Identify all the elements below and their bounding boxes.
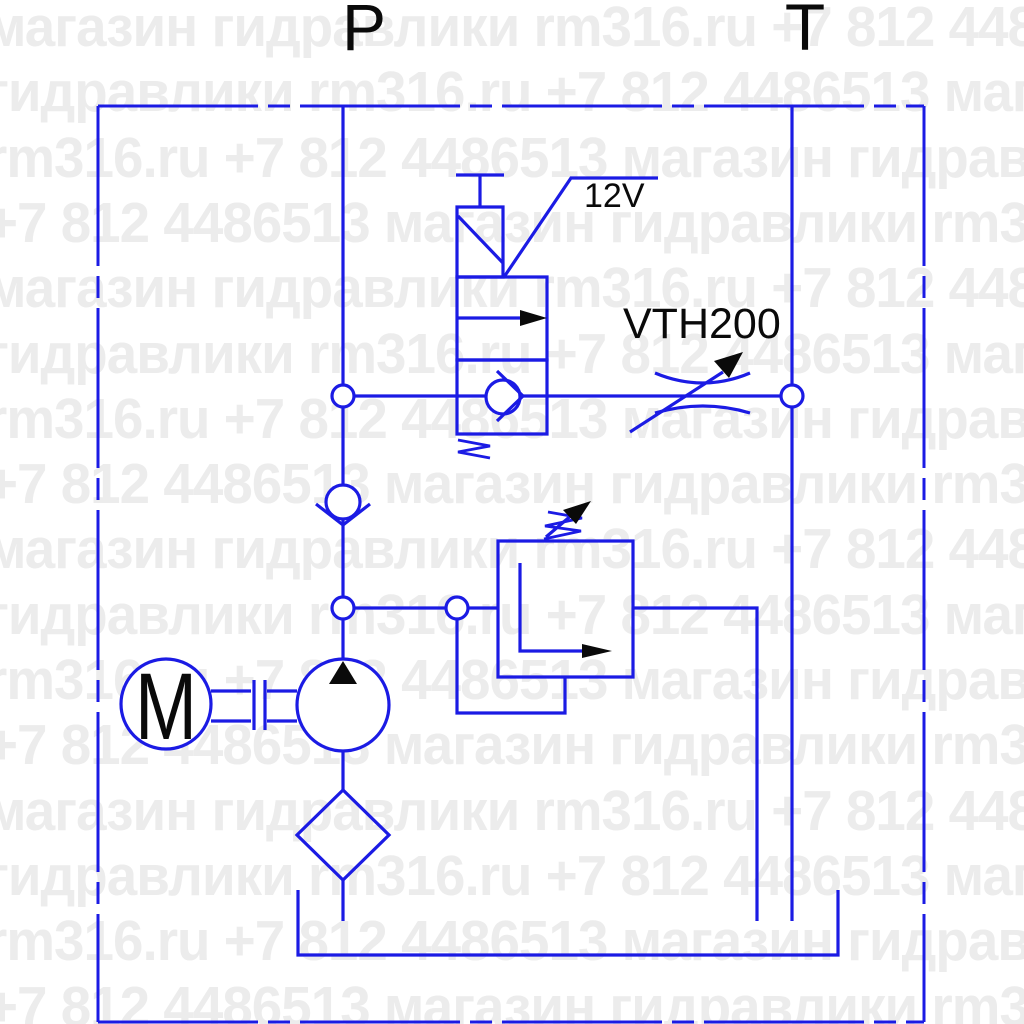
coupling-icon — [252, 680, 267, 730]
relief-drain-line — [633, 606, 759, 921]
solenoid-valve — [455, 173, 658, 460]
relief-valve — [354, 501, 759, 921]
watermark-row: +7 812 4486513 магазин гидравлики rm316.… — [0, 452, 1024, 517]
relief-flow-arrowhead-icon — [582, 644, 612, 658]
watermark-row: магазин гидравлики rm316.ru +7 812 44865… — [0, 517, 1024, 582]
port-p-label: P — [342, 0, 386, 64]
valve-position-check-box — [455, 358, 549, 436]
suction-filter — [294, 787, 392, 921]
motor-pump-group: M — [119, 654, 391, 790]
motor-label: M — [135, 654, 197, 760]
electric-motor-icon — [119, 657, 213, 751]
relief-adjust-arrow-line — [544, 512, 575, 539]
valve-return-spring-icon — [457, 438, 491, 460]
watermark-row: гидравлики rm316.ru +7 812 4486513 магаз… — [0, 321, 1024, 386]
throttle-valve — [629, 352, 751, 434]
solenoid-voltage-label: 12V — [584, 177, 645, 215]
throttle-adjust-arrowhead-icon — [714, 352, 743, 378]
port-t-label: T — [785, 0, 825, 64]
watermark-row: +7 812 4486513 магазин гидравлики rm316.… — [0, 190, 1024, 255]
watermark-row: +7 812 4486513 магазин гидравлики rm316.… — [0, 974, 1024, 1024]
relief-adjust-arrowhead-icon — [563, 501, 591, 524]
junction-node — [330, 595, 356, 621]
enclosure-boundary — [96, 104, 926, 1024]
pump-outlet-triangle-icon — [329, 661, 357, 684]
tank-icon — [296, 890, 840, 957]
relief-valve-box — [496, 539, 635, 679]
watermark-row: гидравлики rm316.ru +7 812 4486513 магаз… — [0, 843, 1024, 908]
watermark-row: гидравлики rm316.ru +7 812 4486513 магаз… — [0, 60, 1024, 125]
relief-pilot-line — [455, 619, 567, 715]
junction-node — [779, 383, 805, 409]
junction-node — [330, 383, 356, 409]
watermark-row: магазин гидравлики rm316.ru +7 812 44865… — [0, 778, 1024, 843]
voltage-leader-line — [502, 176, 658, 278]
valve-check-seat-icon — [495, 369, 526, 423]
watermark-row: rm316.ru +7 812 4486513 магазин гидравли… — [0, 125, 1024, 190]
solenoid-coil-diagonal — [456, 214, 505, 265]
check-ball-icon — [324, 483, 362, 521]
junction-node — [444, 595, 470, 621]
open-flow-arrowhead-icon — [520, 310, 547, 326]
manual-override-icon — [456, 173, 504, 207]
throttle-adjust-arrow-line — [629, 370, 724, 434]
throttle-upper-arc-icon — [654, 371, 751, 385]
check-valve-main — [315, 483, 371, 528]
valve-check-ball-icon — [484, 378, 522, 416]
throttle-model-label: VTH200 — [623, 300, 781, 348]
watermark-row: rm316.ru +7 812 4486513 магазин гидравли… — [0, 909, 1024, 974]
drive-shaft-lines — [211, 689, 297, 723]
relief-flow-path — [518, 563, 584, 653]
watermark-row: магазин гидравлики rm316.ru +7 812 44865… — [0, 0, 1024, 59]
watermark-row: гидравлики rm316.ru +7 812 4486513 магаз… — [0, 582, 1024, 647]
check-seat-icon — [315, 502, 371, 528]
solenoid-coil-box — [455, 205, 505, 279]
filter-diamond-icon — [294, 787, 392, 883]
